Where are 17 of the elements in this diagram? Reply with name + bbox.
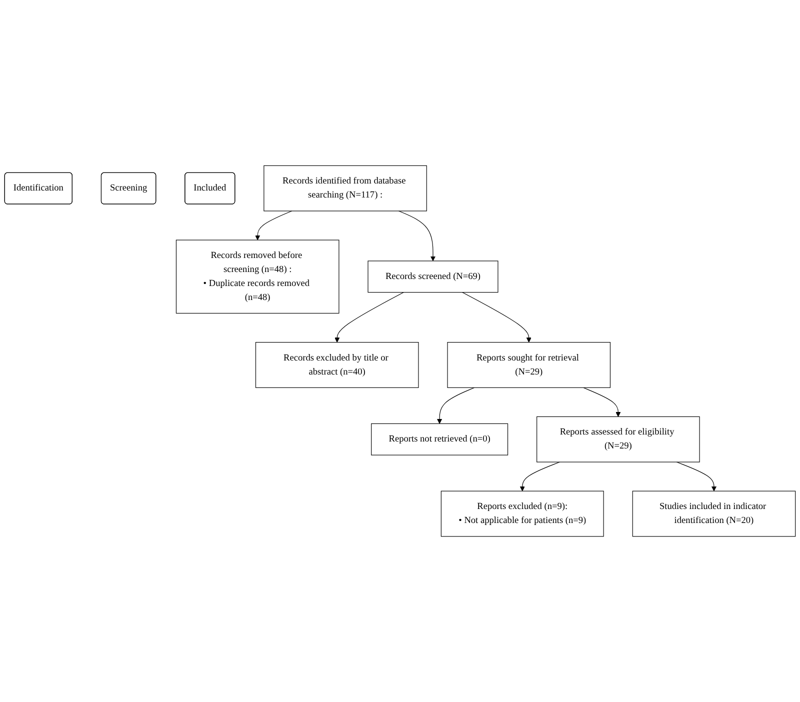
node-box: Reports not retrieved (n=0) — [371, 423, 508, 456]
arrow — [583, 387, 621, 417]
node-box: Records removed before screening (n=48) : • Duplicate records removed (n=48) — [176, 240, 340, 314]
node-box: Reports assessed for eligibility (N=29) — [536, 416, 700, 462]
arrow — [255, 210, 292, 240]
arrow — [520, 462, 560, 492]
node-box: Records screened (N=69) — [368, 260, 498, 293]
node-box: Reports sought for retrieval (N=29) — [447, 342, 611, 388]
arrow — [437, 387, 475, 424]
arrow — [462, 292, 532, 343]
arrow — [334, 292, 404, 343]
node-box: Records identified from database searching (N=117) : — [264, 165, 427, 212]
node-box: Studies included in indicator identification (N=20) — [632, 490, 796, 537]
arrow — [398, 210, 436, 262]
node-box: Records excluded by title or abstract (n=40) — [255, 342, 419, 388]
node-box: Reports excluded (n=9): • Not applicable for patients (n=9) — [440, 490, 604, 537]
arrow — [676, 462, 717, 492]
